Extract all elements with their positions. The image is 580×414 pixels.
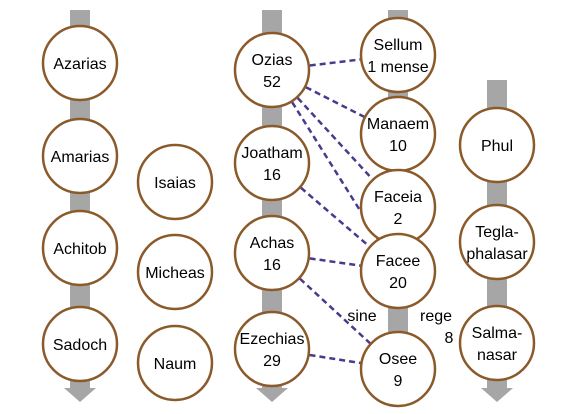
node-circle-ezechias xyxy=(233,310,311,388)
link-ozias-sellum xyxy=(309,58,361,67)
node-label-osee-0: Osee xyxy=(379,351,417,368)
node-label-salmanasar-0: Salma- xyxy=(472,325,523,342)
link-ozias-manaem xyxy=(305,86,365,118)
node-amarias: Amarias xyxy=(41,117,119,195)
node-label-facee-0: Facee xyxy=(376,253,421,270)
node-circle-sadoch xyxy=(41,305,119,383)
node-circle-isaias xyxy=(136,143,214,221)
node-label-ezechias-0: Ezechias xyxy=(240,331,305,348)
node-circle-phul xyxy=(458,106,536,184)
node-circle-teglaphalasar xyxy=(458,203,536,281)
node-label-naum-0: Naum xyxy=(154,356,197,373)
node-circle-achitob xyxy=(41,209,119,287)
node-label-faceia-1: 2 xyxy=(394,211,403,228)
annotation-sine: sine xyxy=(347,308,376,325)
node-label-sellum-1: 1 mense xyxy=(367,59,428,76)
node-label-teglaphalasar-0: Tegla- xyxy=(475,224,519,241)
node-label-ozias-1: 52 xyxy=(263,74,281,91)
node-circle-naum xyxy=(136,324,214,402)
node-label-teglaphalasar-1: phalasar xyxy=(466,246,528,263)
annotation-rege: rege xyxy=(420,308,452,325)
node-label-phul-0: Phul xyxy=(481,138,513,155)
link-ezechias-osee xyxy=(309,353,361,365)
node-label-azarias-0: Azarias xyxy=(53,56,106,73)
node-label-sellum-0: Sellum xyxy=(374,37,423,54)
node-azarias: Azarias xyxy=(41,24,119,102)
node-label-joatham-1: 16 xyxy=(263,167,281,184)
node-circle-manaem xyxy=(359,95,437,173)
node-label-amarias-0: Amarias xyxy=(51,149,110,166)
node-manaem: Manaem 10 xyxy=(359,95,437,173)
node-osee: Osee 9 xyxy=(359,330,437,408)
node-label-micheas-0: Micheas xyxy=(145,265,205,282)
interregnum-annotation: sine rege 8 xyxy=(347,308,453,347)
node-circle-osee xyxy=(359,330,437,408)
node-circle-amarias xyxy=(41,117,119,195)
node-circle-salmanasar xyxy=(458,304,536,382)
link-ozias-faceia xyxy=(296,97,374,180)
node-label-achitob-0: Achitob xyxy=(53,241,106,258)
node-label-facee-1: 20 xyxy=(389,275,407,292)
node-ozias: Ozias 52 xyxy=(233,31,311,109)
node-phul: Phul xyxy=(458,106,536,184)
node-circle-micheas xyxy=(136,233,214,311)
node-circle-facee xyxy=(359,232,437,310)
node-micheas: Micheas xyxy=(136,233,214,311)
node-circle-ozias xyxy=(233,31,311,109)
node-label-ezechias-1: 29 xyxy=(263,353,281,370)
node-label-osee-1: 9 xyxy=(394,373,403,390)
node-label-manaem-1: 10 xyxy=(389,138,407,155)
node-label-joatham-0: Joatham xyxy=(241,145,302,162)
node-circle-achas xyxy=(233,214,311,292)
arrow-kings-of-judah xyxy=(256,10,288,402)
node-circle-azarias xyxy=(41,24,119,102)
node-sadoch: Sadoch xyxy=(41,305,119,383)
node-circle-joatham xyxy=(233,124,311,202)
node-achas: Achas 16 xyxy=(233,214,311,292)
node-facee: Facee 20 xyxy=(359,232,437,310)
node-label-achas-1: 16 xyxy=(263,257,281,274)
node-joatham: Joatham 16 xyxy=(233,124,311,202)
node-label-achas-0: Achas xyxy=(250,235,294,252)
node-label-sadoch-0: Sadoch xyxy=(53,337,107,354)
node-sellum: Sellum 1 mense xyxy=(359,16,437,94)
node-label-salmanasar-1: nasar xyxy=(477,347,518,364)
node-label-faceia-0: Faceia xyxy=(374,189,422,206)
node-achitob: Achitob xyxy=(41,209,119,287)
link-achas-facee xyxy=(309,257,361,267)
link-joatham-facee xyxy=(300,186,370,248)
node-ezechias: Ezechias 29 xyxy=(233,310,311,388)
annotation-rege-years: 8 xyxy=(445,330,454,347)
node-label-manaem-0: Manaem xyxy=(367,116,429,133)
arrow-high-priests xyxy=(64,10,96,402)
node-naum: Naum xyxy=(136,324,214,402)
node-isaias: Isaias xyxy=(136,143,214,221)
link-achas-osee xyxy=(299,277,371,345)
node-label-isaias-0: Isaias xyxy=(154,175,196,192)
node-label-ozias-0: Ozias xyxy=(252,52,293,69)
node-circle-sellum xyxy=(359,16,437,94)
node-salmanasar: Salma-nasar xyxy=(458,304,536,382)
node-teglaphalasar: Tegla-phalasar xyxy=(458,203,536,281)
